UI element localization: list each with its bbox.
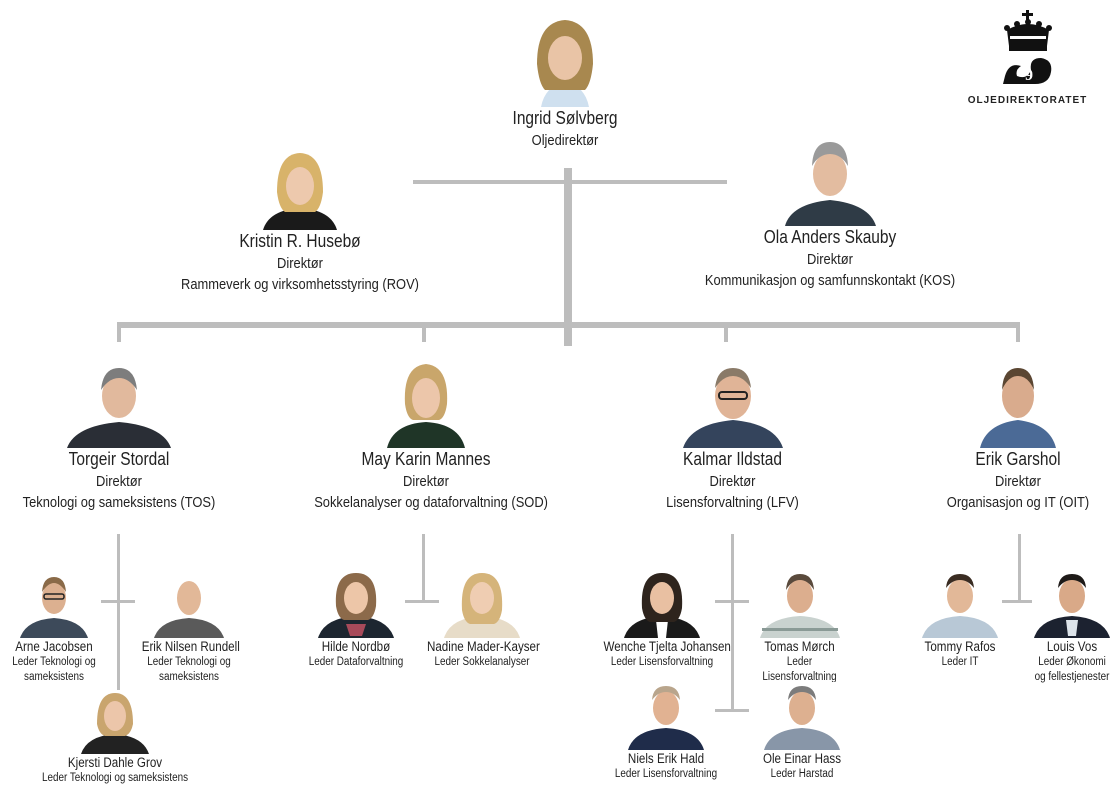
portrait-photo bbox=[259, 150, 341, 230]
person-staff-left: Kristin R. Husebø Direktør Rammeverk og … bbox=[150, 150, 450, 295]
leader-role: Leder Teknologi og sameksistens bbox=[12, 656, 96, 683]
connector-drop-2 bbox=[422, 322, 426, 342]
connector-sod-horizontal bbox=[405, 600, 439, 603]
director-unit: Organisasjon og IT (OIT) bbox=[946, 494, 1090, 511]
leader-name: Kjersti Dahle Grov bbox=[67, 755, 163, 770]
director-name: Erik Garshol bbox=[975, 449, 1061, 469]
portrait-photo bbox=[626, 682, 706, 750]
connector-drop-1 bbox=[117, 322, 121, 342]
portrait-photo bbox=[442, 570, 522, 638]
leader-lfv-1: Wenche Tjelta Johansen Leder Lisensforva… bbox=[594, 570, 731, 670]
director-title: Direktør bbox=[96, 473, 142, 490]
director-name: Kalmar Ildstad bbox=[683, 449, 782, 469]
connector-oit-vertical bbox=[1018, 534, 1021, 602]
leader-name: Louis Vos bbox=[1046, 639, 1098, 654]
crown-emblem-icon: 9 bbox=[1002, 10, 1052, 84]
oljedirektoratet-logo: 9 OLJEDIREKTORATET bbox=[965, 10, 1090, 106]
director-unit: Teknologi og sameksistens (TOS) bbox=[22, 494, 216, 511]
leader-sod-1: Hilde Nordbø Leder Dataforvaltning bbox=[296, 570, 416, 670]
leader-tos-3: Kjersti Dahle Grov Leder Teknologi og sa… bbox=[30, 690, 200, 786]
leader-name: Erik Nilsen Rundell bbox=[141, 639, 240, 654]
leader-role: Leder Dataforvaltning bbox=[308, 656, 404, 668]
svg-text:9: 9 bbox=[1025, 67, 1033, 84]
staff-name: Kristin R. Husebø bbox=[239, 231, 361, 251]
portrait-photo bbox=[152, 574, 226, 638]
director-unit: Lisensforvaltning (LFV) bbox=[666, 494, 799, 511]
leader-role: Leder Teknologi og sameksistens bbox=[41, 772, 189, 784]
leader-role: Leder Økonomi og fellestjenester bbox=[1034, 656, 1110, 683]
leader-oit-1: Tommy Rafos Leder IT bbox=[900, 570, 1020, 670]
connector-lfv-horizontal-1 bbox=[715, 600, 749, 603]
director-unit: Sokkelanalyser og dataforvaltning (SOD) bbox=[314, 494, 548, 511]
staff-unit: Kommunikasjon og samfunnskontakt (KOS) bbox=[704, 272, 956, 289]
leader-lfv-2: Tomas Mørch Leder Lisensforvaltning bbox=[742, 570, 857, 685]
connector-lfv-horizontal-2 bbox=[715, 709, 749, 712]
leader-role: Leder Sokkelanalyser bbox=[434, 656, 530, 668]
person-director-oit: Erik Garshol Direktør Organisasjon og IT… bbox=[913, 364, 1118, 513]
connector-drop-4 bbox=[1016, 322, 1020, 342]
leader-name: Tomas Mørch bbox=[764, 639, 835, 654]
leader-name: Nadine Mader-Kayser bbox=[426, 639, 540, 654]
leader-oit-2: Louis Vos Leder Økonomi og fellestjenest… bbox=[1028, 570, 1116, 685]
connector-tos-horizontal bbox=[101, 600, 135, 603]
portrait-photo bbox=[1032, 570, 1112, 638]
director-title: Direktør bbox=[709, 473, 756, 490]
leader-role: Leder Lisensforvaltning bbox=[610, 656, 714, 668]
portrait-photo bbox=[680, 364, 785, 448]
portrait-photo bbox=[782, 134, 878, 226]
person-director-tos: Torgeir Stordal Direktør Teknologi og sa… bbox=[0, 364, 238, 513]
connector-oit-horizontal bbox=[1002, 600, 1036, 603]
leader-role: Leder IT bbox=[941, 656, 979, 668]
director-title: Direktør bbox=[995, 473, 1041, 490]
connector-directors-bar bbox=[117, 322, 1020, 328]
leader-tos-2: Erik Nilsen Rundell Leder Teknologi og s… bbox=[134, 574, 244, 685]
leader-lfv-4: Ole Einar Hass Leder Harstad bbox=[742, 682, 862, 782]
portrait-photo bbox=[385, 360, 467, 448]
person-director-sod: May Karin Mannes Direktør Sokkelanalyser… bbox=[296, 360, 556, 513]
person-staff-right: Ola Anders Skauby Direktør Kommunikasjon… bbox=[680, 134, 980, 291]
portrait-photo bbox=[757, 570, 842, 638]
logo-text: OLJEDIREKTORATET bbox=[967, 95, 1088, 106]
portrait-photo bbox=[762, 682, 842, 750]
portrait-photo bbox=[79, 690, 151, 754]
leader-name: Niels Erik Hald bbox=[627, 751, 705, 766]
connector-drop-3 bbox=[724, 322, 728, 342]
leader-role: Leder Teknologi og sameksistens bbox=[147, 656, 231, 683]
portrait-photo bbox=[515, 14, 615, 107]
leader-name: Tommy Rafos bbox=[924, 639, 996, 654]
connector-trunk bbox=[564, 168, 572, 346]
top-title: Oljedirektør bbox=[531, 132, 599, 149]
connector-tos-vertical bbox=[117, 534, 120, 742]
connector-staff-bar bbox=[413, 180, 727, 184]
staff-title: Direktør bbox=[277, 255, 323, 272]
leader-tos-1: Arne Jacobsen Leder Teknologi og sameksi… bbox=[4, 574, 104, 685]
director-name: Torgeir Stordal bbox=[68, 449, 170, 469]
leader-role: Leder Lisensforvaltning bbox=[614, 768, 718, 780]
director-name: May Karin Mannes bbox=[361, 449, 491, 469]
connector-lfv-vertical bbox=[731, 534, 734, 712]
staff-title: Direktør bbox=[807, 251, 853, 268]
portrait-photo bbox=[18, 574, 90, 638]
leader-name: Hilde Nordbø bbox=[321, 639, 391, 654]
leader-name: Arne Jacobsen bbox=[15, 639, 93, 654]
leader-sod-2: Nadine Mader-Kayser Leder Sokkelanalyser bbox=[418, 570, 546, 670]
top-name: Ingrid Sølvberg bbox=[512, 108, 618, 128]
portrait-photo bbox=[622, 570, 702, 638]
leader-name: Wenche Tjelta Johansen bbox=[603, 639, 731, 654]
leader-role: Leder Harstad bbox=[770, 768, 834, 780]
portrait-photo bbox=[65, 364, 173, 448]
director-title: Direktør bbox=[403, 473, 449, 490]
leader-role: Leder Lisensforvaltning bbox=[762, 656, 837, 683]
leader-name: Ole Einar Hass bbox=[762, 751, 842, 766]
portrait-photo bbox=[920, 570, 1000, 638]
connector-sod-vertical bbox=[422, 534, 425, 602]
portrait-photo bbox=[978, 364, 1058, 448]
staff-name: Ola Anders Skauby bbox=[763, 227, 897, 247]
person-top: Ingrid Sølvberg Oljedirektør bbox=[465, 14, 665, 151]
staff-unit: Rammeverk og virksomhetsstyring (ROV) bbox=[180, 276, 419, 293]
leader-lfv-3: Niels Erik Hald Leder Lisensforvaltning bbox=[604, 682, 728, 782]
portrait-photo bbox=[316, 570, 396, 638]
person-director-lfv: Kalmar Ildstad Direktør Lisensforvaltnin… bbox=[620, 364, 845, 513]
